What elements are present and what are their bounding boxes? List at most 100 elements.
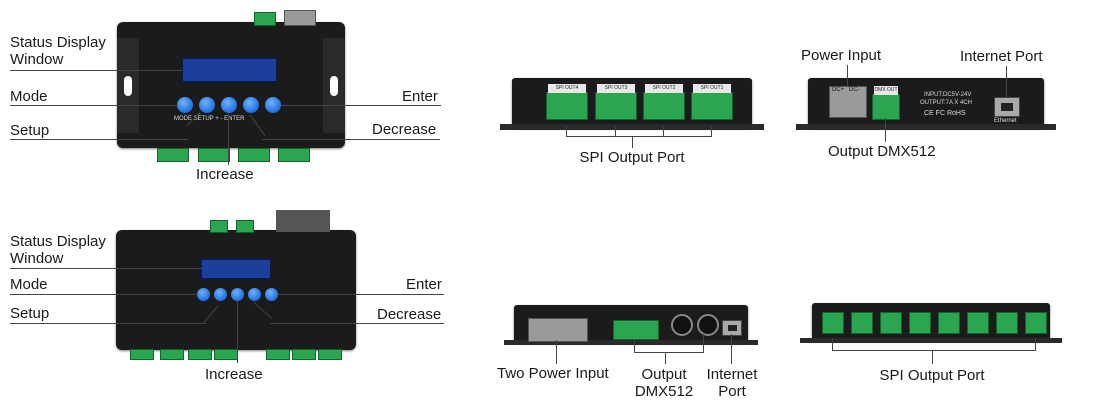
label-power-input: Power Input: [801, 47, 882, 64]
label-spi-output-port: SPI Output Port: [879, 367, 985, 384]
ethernet-label: Ethernet: [994, 118, 1017, 124]
base-plate: [504, 340, 758, 345]
base-plate: [800, 338, 1062, 343]
enter-button[interactable]: [265, 288, 278, 301]
leader-status-display: [10, 268, 202, 269]
base-plate: [500, 124, 764, 130]
label-setup: Setup: [10, 305, 50, 322]
decrease-button[interactable]: [243, 97, 259, 113]
base-plate: [796, 124, 1056, 130]
spi-terminal-7: [318, 349, 342, 360]
spi-terminal-5: [266, 349, 290, 360]
spi-terminal-4: [278, 148, 310, 162]
power-input-terminal: [829, 86, 867, 118]
terminal-top: [254, 12, 276, 26]
bracket-spi-stem: [632, 136, 633, 148]
dmx-output-terminal: DMX OUT: [872, 86, 900, 120]
leader-status-display: [10, 70, 182, 71]
spi-terminal-6: [292, 349, 316, 360]
label-mode: Mode: [10, 276, 48, 293]
ethernet-port[interactable]: [994, 97, 1020, 117]
ethernet-port[interactable]: [722, 320, 742, 336]
dmx-terminal: [613, 320, 659, 340]
spi-terminal-4: [214, 349, 238, 360]
label-decrease: Decrease: [377, 306, 442, 323]
label-increase: Increase: [196, 166, 254, 183]
decrease-button[interactable]: [248, 288, 261, 301]
dc-minus-label: DC-: [849, 87, 860, 93]
status-display-window: [200, 258, 272, 280]
label-enter: Enter: [402, 88, 438, 105]
spi-terminal-2: [160, 349, 184, 360]
power-input-terminal: [528, 318, 588, 342]
leader-increase: [228, 113, 229, 165]
setup-button[interactable]: [214, 288, 227, 301]
bracket-spi-tick-1: [566, 126, 567, 137]
bracket-spi8-tick-l: [832, 338, 833, 351]
port-label: SPI OUT4: [548, 84, 586, 93]
label-output-dmx512: Output DMX512: [828, 143, 936, 160]
setup-button[interactable]: [199, 97, 215, 113]
leader-setup: [10, 139, 188, 140]
dmx-xlr-2[interactable]: [697, 314, 719, 336]
bracket-spi: [566, 136, 712, 137]
label-internet-port: Internet Port: [960, 48, 1043, 65]
spi-terminal-1: [822, 312, 844, 334]
increase-button[interactable]: [231, 288, 244, 301]
bracket-spi8-stem: [932, 350, 933, 364]
label-increase: Increase: [205, 366, 263, 383]
cert-marks: CE FC RoHS: [924, 110, 966, 117]
port-label: SPI OUT1: [693, 84, 731, 93]
label-setup: Setup: [10, 122, 50, 139]
spi-out1-terminal: SPI OUT1: [691, 84, 733, 120]
spi-terminal-3: [880, 312, 902, 334]
dmx-xlr-1[interactable]: [671, 314, 693, 336]
bracket-dmx: [634, 352, 704, 353]
bracket-spi-tick-3: [663, 126, 664, 137]
spi-terminal-4: [909, 312, 931, 334]
spi-terminal-2: [198, 148, 230, 162]
label-mode: Mode: [10, 88, 48, 105]
mode-button[interactable]: [177, 97, 193, 113]
leader-mode: [10, 105, 178, 106]
leader-two-power: [556, 340, 557, 364]
leader-internet-port: [731, 334, 732, 364]
dc-plus-label: DC+: [832, 87, 845, 93]
leader-increase: [237, 301, 238, 363]
spi-terminal-1: [157, 148, 189, 162]
label-status-display: Status Display Window: [10, 233, 106, 267]
bracket-spi8: [832, 350, 1035, 351]
port-label: SPI OUT2: [645, 84, 683, 93]
power-terminal-top: [284, 10, 316, 26]
label-output-dmx512: Output DMX512: [634, 366, 694, 400]
leader-power-input: [847, 65, 848, 87]
bracket-spi-tick-4: [711, 126, 712, 137]
spi-terminal-3: [188, 349, 212, 360]
leader-output-dmx: [885, 118, 886, 142]
spi-terminal-6: [967, 312, 989, 334]
leader-mode: [10, 294, 198, 295]
terminal-top-b: [236, 220, 254, 233]
spi-out2-terminal: SPI OUT2: [643, 84, 685, 120]
label-decrease: Decrease: [372, 121, 437, 138]
dmx-label: DMX OUT: [874, 86, 898, 95]
spi-terminal-1: [130, 349, 154, 360]
spec-line-1: INPUT:DC5V-24V: [924, 92, 972, 98]
port-label: SPI OUT3: [597, 84, 635, 93]
label-status-display: Status Display Window: [10, 34, 106, 68]
increase-button[interactable]: [221, 97, 237, 113]
spi-out3-terminal: SPI OUT3: [595, 84, 637, 120]
spi-terminal-7: [996, 312, 1018, 334]
leader-enter: [281, 105, 441, 106]
label-internet-port: Internet Port: [706, 366, 758, 400]
mount-flange-right: [323, 38, 345, 133]
mode-button[interactable]: [197, 288, 210, 301]
leader-internet-port: [1006, 66, 1007, 97]
bracket-dmx-stem: [665, 352, 666, 364]
spec-line-2: OUTPUT:7A X 4CH: [920, 100, 973, 106]
leader-setup: [10, 323, 206, 324]
enter-button[interactable]: [265, 97, 281, 113]
bracket-dmx-tick-1: [634, 340, 635, 353]
leader-enter: [278, 294, 444, 295]
button-caption: MODE SETUP + - ENTER: [174, 116, 245, 122]
